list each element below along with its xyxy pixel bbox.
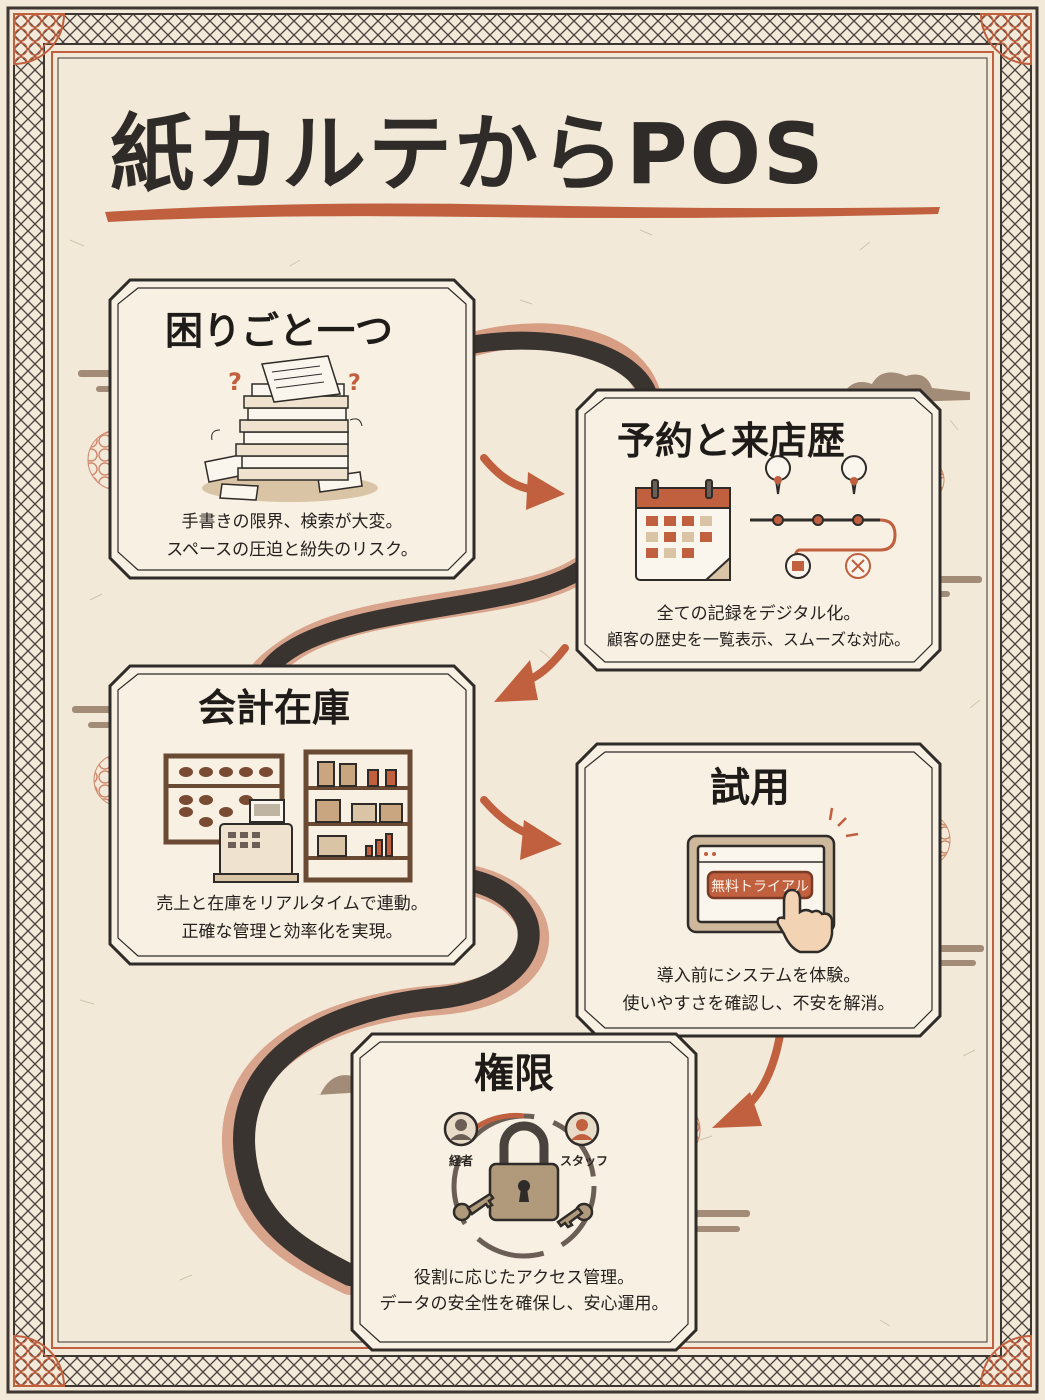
padlock-roles-icon <box>443 1111 600 1259</box>
svg-text:?: ? <box>228 368 242 396</box>
svg-text:?: ? <box>348 371 361 396</box>
card-heading: 困りごと一つ <box>165 309 394 353</box>
card-text-line: 正確な管理と効率化を実現。 <box>181 922 403 942</box>
paper-stack-icon: ? ? <box>202 355 378 502</box>
tablet-trial-icon <box>686 807 859 954</box>
flow-arrows <box>480 454 784 1128</box>
role-label-right: スタッフ <box>560 1154 609 1168</box>
calendar-timeline-icon <box>635 455 897 581</box>
card-text-line: 使いやすさを確認し、不安を解消。 <box>622 994 895 1014</box>
free-trial-button[interactable]: 無料トライアル <box>711 879 809 895</box>
card-text-line: データの安全性を確保し、安心運用。 <box>379 1294 669 1314</box>
card-text-line: 役割に応じたアクセス管理。 <box>413 1268 635 1288</box>
card-heading: 会計在庫 <box>198 686 351 730</box>
title-underline <box>105 203 940 222</box>
card-text-line: スペースの圧迫と紛失のリスク。 <box>166 540 418 560</box>
abacus-register-shelf-icon <box>163 749 413 883</box>
card-text-line: 全ての記録をデジタル化。 <box>656 604 861 624</box>
card-text-line: 顧客の歴史を一覧表示、スムーズな対応。 <box>606 630 911 649</box>
page-title: 紙カルテからPOS <box>110 105 826 203</box>
card-text-line: 売上と在庫をリアルタイムで連動。 <box>156 894 428 914</box>
card-heading: 予約と来店歴 <box>617 419 846 463</box>
card-text-line: 手書きの限界、検索が大変。 <box>181 512 403 532</box>
card-heading: 権限 <box>474 1051 554 1097</box>
card-text-line: 導入前にシステムを体験。 <box>656 966 861 986</box>
card-heading: 試用 <box>710 765 790 811</box>
role-label-left: 経者 <box>449 1154 474 1168</box>
